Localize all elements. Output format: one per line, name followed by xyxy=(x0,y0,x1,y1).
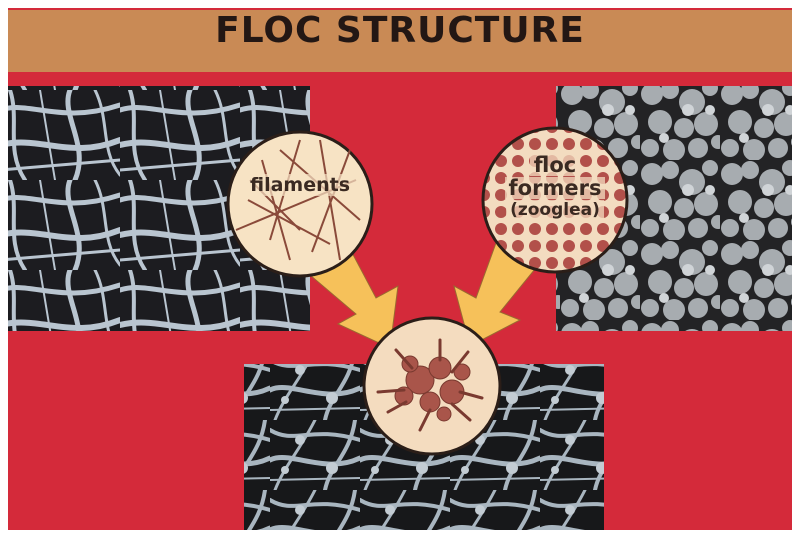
filaments-label: filaments xyxy=(236,174,364,196)
floc-circle xyxy=(364,318,500,454)
floc-formers-label-line2: formers xyxy=(505,177,606,199)
floc-formers-label-line1: floc xyxy=(530,154,580,176)
diagram-title: FLOC STRUCTURE xyxy=(0,10,800,51)
floc-formers-label: floc formers (zooglea) xyxy=(488,154,622,220)
filaments-circle xyxy=(228,132,372,276)
floc-formers-label-line3: (zooglea) xyxy=(506,200,604,220)
